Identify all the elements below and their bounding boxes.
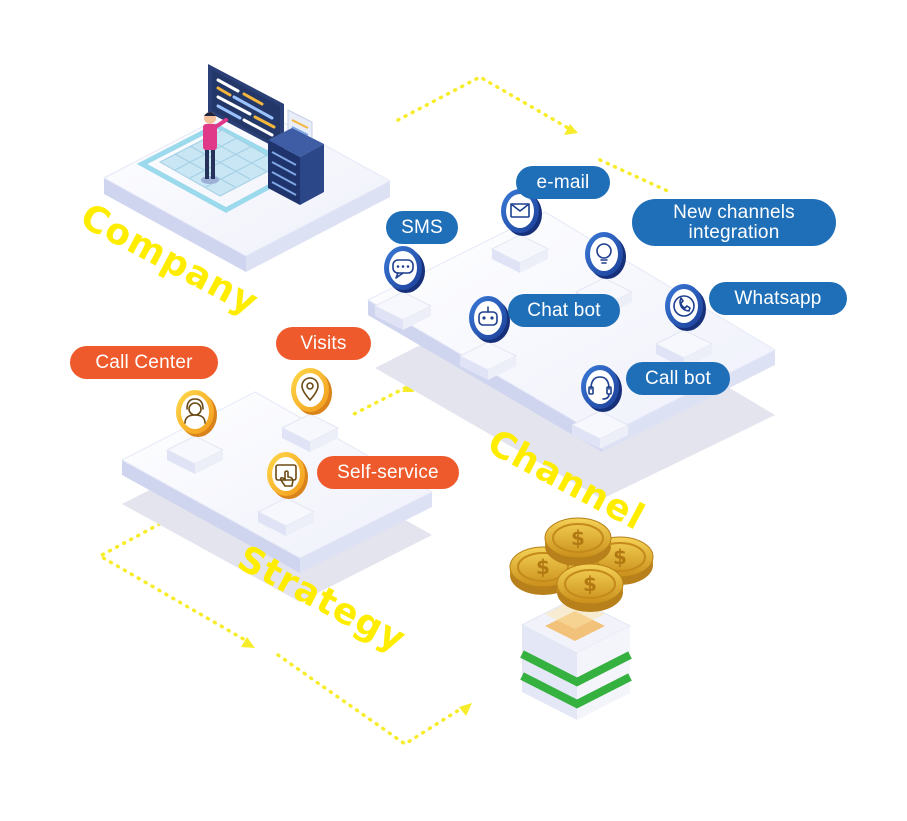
touchscreen-icon — [256, 452, 316, 536]
arrowhead — [459, 703, 472, 716]
workstation-icon — [201, 64, 324, 205]
robot-icon — [458, 296, 518, 380]
label-call-bot: Call bot — [626, 362, 730, 395]
operator-icon — [165, 390, 225, 474]
label-sms: SMS — [386, 211, 458, 244]
label-chat-bot: Chat bot — [508, 294, 620, 327]
dollar-coin: $ — [556, 563, 624, 612]
envelope-icon — [490, 189, 550, 273]
label-new-channels-integration: New channels integration — [632, 199, 836, 246]
label-whatsapp: Whatsapp — [709, 282, 847, 315]
dollar-coins-icon: $ $ $ $ — [509, 517, 654, 612]
arrowhead — [564, 124, 578, 135]
connector-to-revenue — [276, 653, 464, 747]
strategy-icons — [165, 368, 340, 536]
connector-company-to-channel — [396, 75, 570, 130]
dollar-coin: $ — [544, 517, 612, 566]
label-email: e-mail — [516, 166, 610, 199]
connector-channel-right — [598, 158, 674, 195]
chat-bubble-icon — [373, 246, 433, 330]
label-self-service: Self-service — [317, 456, 459, 489]
arrowhead — [241, 637, 255, 648]
phone-icon — [654, 284, 714, 368]
label-call-center: Call Center — [70, 346, 218, 379]
svg-text:$: $ — [571, 526, 585, 550]
revenue-tower — [520, 597, 632, 720]
svg-text:$: $ — [536, 555, 550, 579]
label-visits: Visits — [276, 327, 371, 360]
channel-icons — [373, 189, 714, 449]
svg-text:$: $ — [583, 572, 597, 596]
company-platform — [102, 102, 392, 272]
svg-text:$: $ — [613, 545, 627, 569]
map-pin-icon — [280, 368, 340, 452]
headset-icon — [570, 365, 630, 449]
